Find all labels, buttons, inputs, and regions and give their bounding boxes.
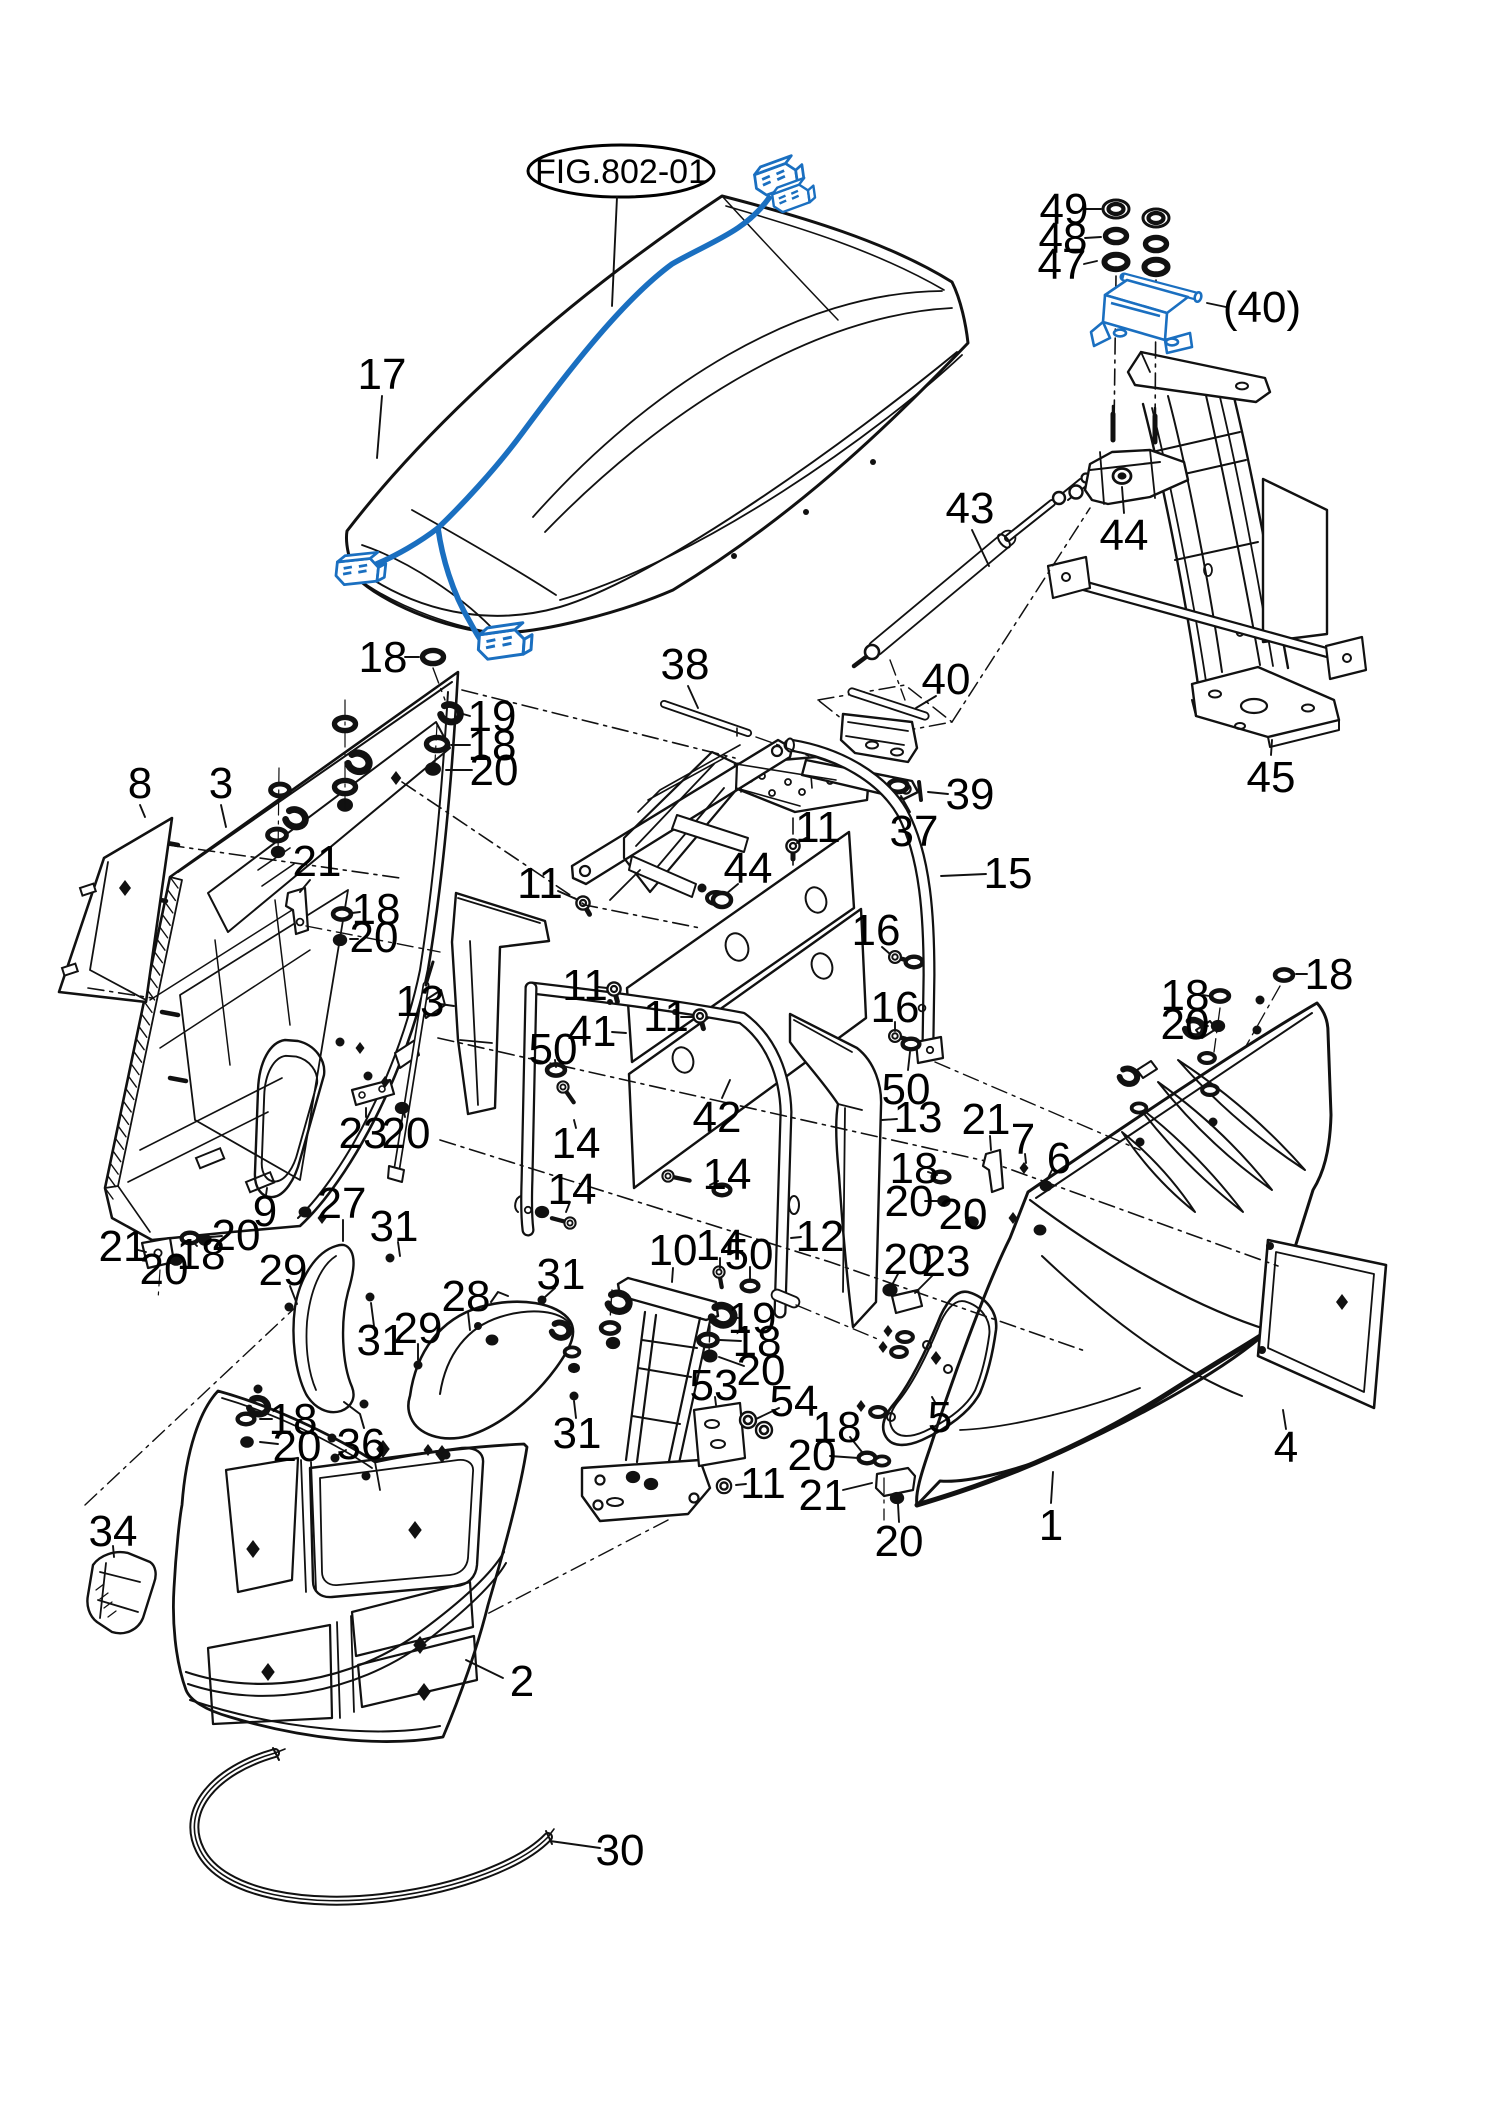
svg-text:16: 16 [852, 906, 901, 955]
svg-text:21: 21 [99, 1222, 148, 1271]
svg-text:FIG.802-01: FIG.802-01 [535, 153, 707, 191]
svg-text:11: 11 [740, 1459, 786, 1508]
svg-text:11: 11 [795, 803, 841, 852]
svg-text:20: 20 [382, 1109, 431, 1158]
svg-text:18: 18 [890, 1144, 939, 1193]
svg-text:1: 1 [1039, 1501, 1063, 1550]
svg-text:19: 19 [468, 692, 517, 741]
svg-text:49: 49 [1040, 185, 1089, 234]
svg-text:34: 34 [89, 1507, 138, 1556]
svg-text:9: 9 [253, 1187, 277, 1236]
svg-text:28: 28 [442, 1272, 491, 1321]
svg-text:41: 41 [568, 1007, 617, 1056]
svg-text:48: 48 [1039, 214, 1088, 263]
svg-text:20: 20 [350, 913, 399, 962]
svg-text:50: 50 [529, 1025, 578, 1074]
svg-text:23: 23 [922, 1237, 971, 1286]
svg-text:14: 14 [548, 1165, 597, 1214]
svg-text:20: 20 [140, 1245, 189, 1294]
svg-text:18: 18 [733, 1317, 782, 1366]
svg-text:50: 50 [725, 1230, 774, 1279]
svg-text:31: 31 [553, 1409, 602, 1458]
svg-text:31: 31 [537, 1250, 586, 1299]
svg-text:18: 18 [1305, 950, 1354, 999]
svg-text:20: 20 [788, 1431, 837, 1480]
svg-text:21: 21 [293, 837, 342, 886]
svg-text:17: 17 [358, 350, 407, 399]
svg-text:29: 29 [259, 1246, 308, 1295]
svg-text:29: 29 [394, 1304, 443, 1353]
svg-text:31: 31 [370, 1202, 419, 1251]
svg-text:54: 54 [770, 1377, 819, 1426]
svg-text:12: 12 [796, 1212, 845, 1261]
svg-text:44: 44 [1100, 511, 1149, 560]
svg-text:18: 18 [269, 1395, 318, 1444]
svg-text:11: 11 [643, 992, 689, 1041]
svg-text:5: 5 [928, 1393, 952, 1442]
svg-text:13: 13 [396, 977, 445, 1026]
svg-text:36: 36 [337, 1420, 386, 1469]
svg-text:(40): (40) [1223, 283, 1301, 332]
svg-text:37: 37 [890, 807, 939, 856]
svg-text:7: 7 [1011, 1115, 1035, 1164]
svg-text:20: 20 [737, 1346, 786, 1395]
svg-text:47: 47 [1038, 240, 1087, 289]
svg-text:18: 18 [352, 885, 401, 934]
svg-text:43: 43 [946, 484, 995, 533]
svg-text:20: 20 [885, 1177, 934, 1226]
svg-text:53: 53 [690, 1361, 739, 1410]
svg-text:45: 45 [1247, 753, 1296, 802]
svg-text:10: 10 [649, 1226, 698, 1275]
svg-text:14: 14 [552, 1119, 601, 1168]
svg-text:18: 18 [177, 1230, 226, 1279]
svg-text:20: 20 [1161, 1000, 1210, 1049]
svg-text:3: 3 [209, 759, 233, 808]
svg-text:13: 13 [894, 1093, 943, 1142]
svg-text:20: 20 [470, 746, 519, 795]
svg-text:30: 30 [596, 1826, 645, 1875]
svg-text:21: 21 [962, 1095, 1011, 1144]
svg-text:31: 31 [357, 1316, 406, 1365]
svg-text:8: 8 [128, 759, 152, 808]
svg-text:50: 50 [882, 1065, 931, 1114]
svg-text:4: 4 [1274, 1423, 1298, 1472]
svg-text:18: 18 [1161, 971, 1210, 1020]
svg-text:20: 20 [212, 1211, 261, 1260]
svg-text:27: 27 [318, 1179, 367, 1228]
svg-text:42: 42 [693, 1093, 742, 1142]
svg-text:20: 20 [875, 1517, 924, 1566]
svg-text:11: 11 [562, 961, 608, 1010]
svg-text:40: 40 [922, 655, 971, 704]
svg-text:15: 15 [984, 849, 1033, 898]
svg-text:20: 20 [884, 1235, 933, 1284]
svg-text:2: 2 [510, 1657, 534, 1706]
svg-text:16: 16 [871, 983, 920, 1032]
svg-text:18: 18 [813, 1403, 862, 1452]
svg-text:11: 11 [517, 859, 563, 908]
svg-text:44: 44 [724, 844, 773, 893]
svg-text:19: 19 [728, 1294, 777, 1343]
svg-text:21: 21 [799, 1471, 848, 1520]
svg-text:39: 39 [946, 770, 995, 819]
svg-text:14: 14 [703, 1150, 752, 1199]
svg-text:20: 20 [939, 1190, 988, 1239]
svg-text:14: 14 [696, 1221, 745, 1270]
svg-text:38: 38 [661, 640, 710, 689]
svg-text:20: 20 [273, 1422, 322, 1471]
svg-text:23: 23 [339, 1109, 388, 1158]
svg-text:6: 6 [1047, 1134, 1071, 1183]
svg-text:18: 18 [359, 633, 408, 682]
svg-text:18: 18 [468, 721, 517, 770]
